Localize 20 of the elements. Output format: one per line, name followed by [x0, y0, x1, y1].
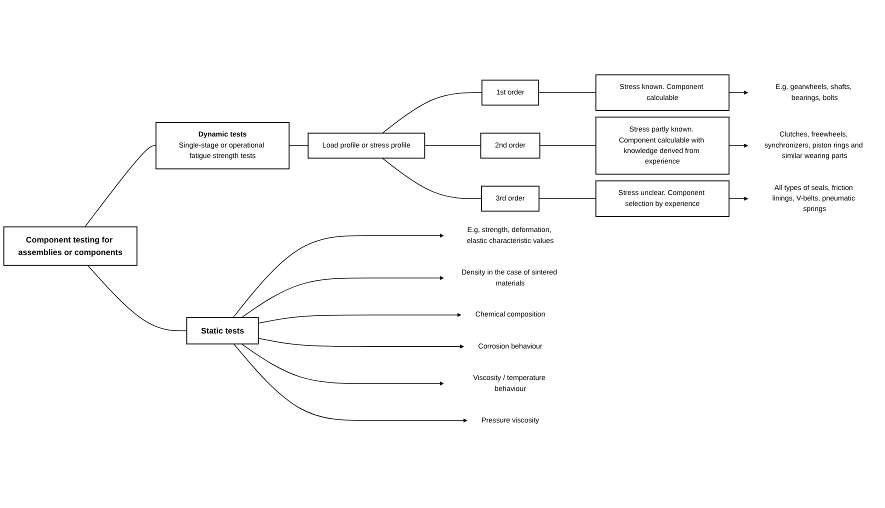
node-box: Static tests — [186, 317, 259, 345]
arrow — [728, 90, 748, 95]
arrow — [258, 312, 462, 324]
connector — [424, 145, 482, 146]
arrow — [728, 196, 748, 201]
connector — [382, 92, 482, 134]
connector — [382, 158, 482, 200]
arrow — [232, 234, 444, 318]
connector — [87, 265, 188, 332]
connector — [84, 145, 156, 228]
arrow — [241, 276, 444, 318]
arrow — [258, 338, 464, 349]
connector — [538, 198, 596, 200]
arrow — [233, 344, 468, 423]
connector — [539, 145, 596, 146]
connector — [538, 92, 596, 94]
node-box: Component testing for assemblies or components — [3, 226, 138, 266]
arrow — [728, 144, 748, 148]
connector — [288, 145, 309, 146]
arrow — [241, 344, 444, 386]
